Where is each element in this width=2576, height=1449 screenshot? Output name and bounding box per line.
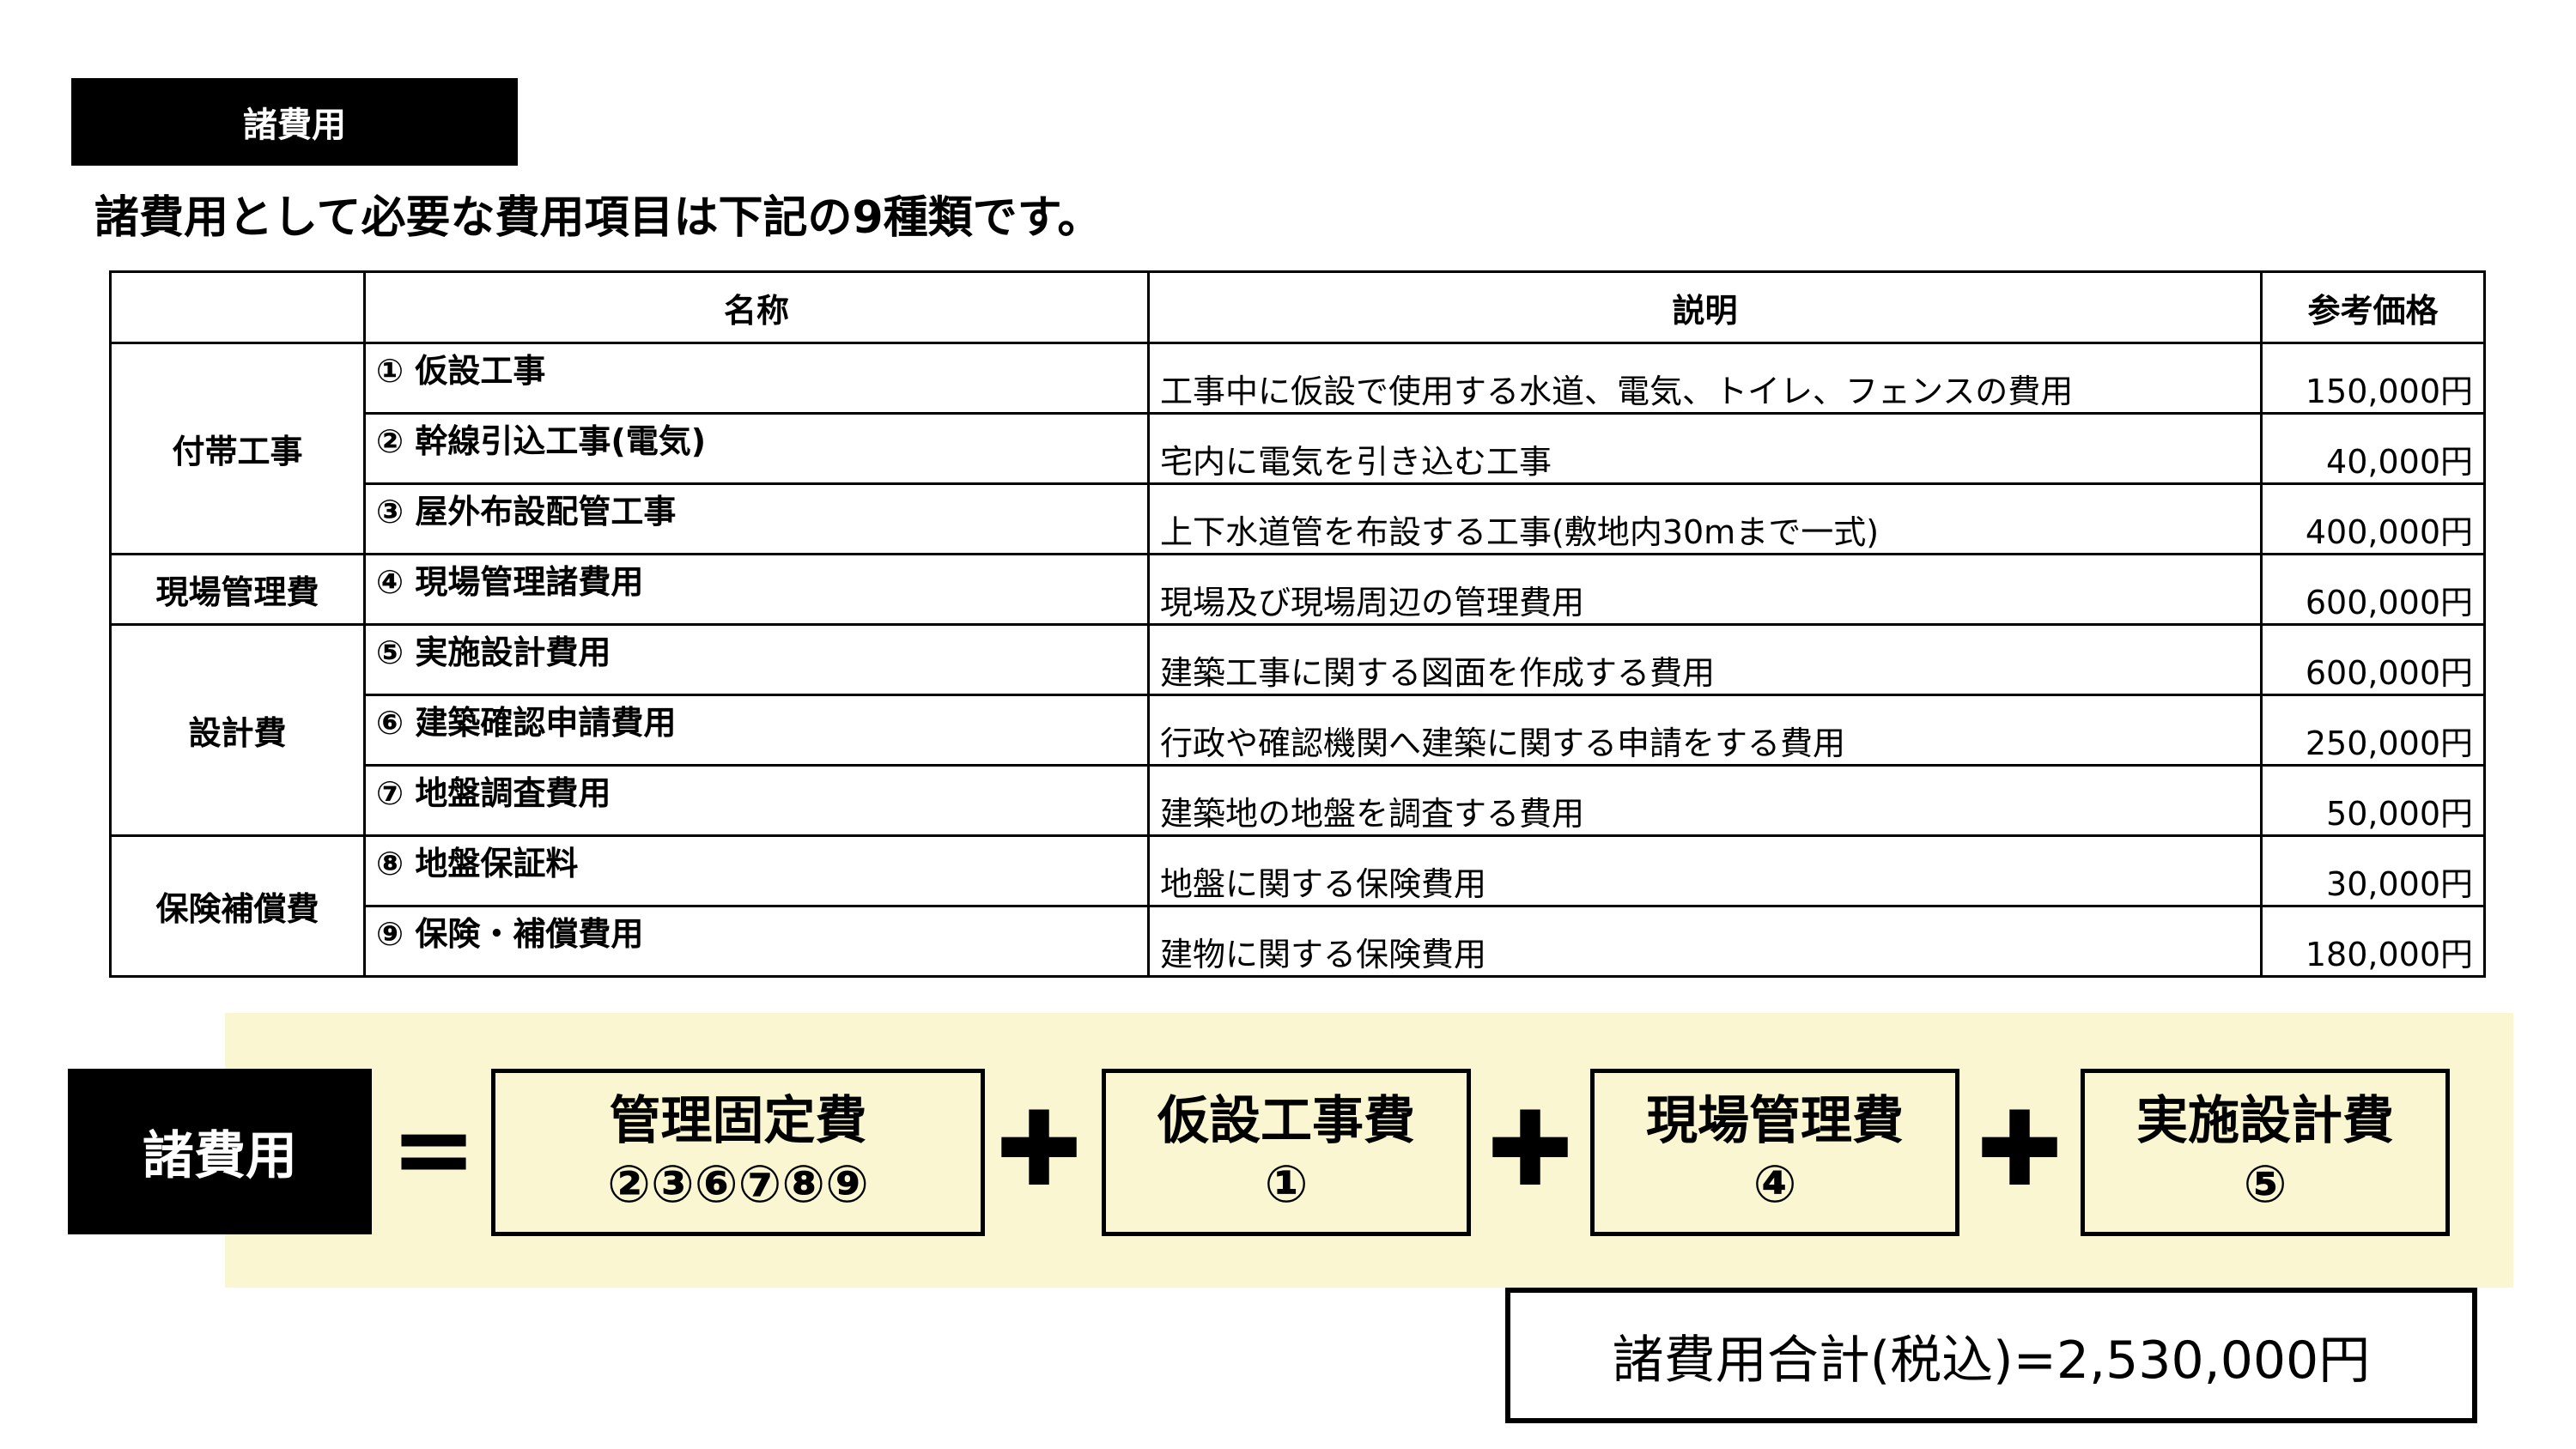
category-cell: 付帯工事 [109, 342, 366, 555]
table-row: ③ 屋外布設配管工事 上下水道管を布設する工事(敷地内30mまで一式) 400,… [111, 482, 2486, 555]
cost-table: 名称 説明 参考価格 付帯工事 ① 仮設工事 工事中に仮設で使用する水道、電気、… [109, 270, 2486, 978]
item-name: ⑨ 保険・補償費用 [363, 905, 1150, 978]
term-label: 現場管理費 [1646, 1090, 1904, 1151]
term-items: ① [1264, 1154, 1309, 1215]
item-name: ③ 屋外布設配管工事 [363, 482, 1150, 555]
term-design: 実施設計費 ⑤ [2081, 1069, 2450, 1236]
term-label: 仮設工事費 [1157, 1090, 1415, 1151]
plus-icon: ✚ [1486, 1090, 1574, 1210]
item-description: 現場及び現場周辺の管理費用 [1147, 553, 2263, 626]
item-price: 40,000円 [2260, 412, 2486, 485]
item-name: ⑦ 地盤調査費用 [363, 764, 1150, 837]
term-items: ②③⑥⑦⑧⑨ [607, 1154, 869, 1215]
plus-icon: ✚ [1976, 1090, 2063, 1210]
item-description: 建築地の地盤を調査する費用 [1147, 764, 2263, 837]
item-description: 上下水道管を布設する工事(敷地内30mまで一式) [1147, 482, 2263, 555]
category-cell: 保険補償費 [109, 834, 366, 978]
item-price: 600,000円 [2260, 553, 2486, 626]
header-category [109, 270, 366, 344]
item-price: 400,000円 [2260, 482, 2486, 555]
item-name: ⑤ 実施設計費用 [363, 623, 1150, 696]
table-row: 保険補償費 ⑧ 地盤保証料 地盤に関する保険費用 30,000円 [109, 834, 2486, 978]
item-name: ④ 現場管理諸費用 [363, 553, 1150, 626]
table-row: ② 幹線引込工事(電気) 宅内に電気を引き込む工事 40,000円 [111, 412, 2486, 485]
category-cell: 設計費 [109, 623, 366, 837]
header-name: 名称 [363, 270, 1150, 344]
item-price: 50,000円 [2260, 764, 2486, 837]
table-row: ⑨ 保険・補償費用 建物に関する保険費用 180,000円 [111, 905, 2486, 978]
item-description: 宅内に電気を引き込む工事 [1147, 412, 2263, 485]
item-description: 行政や確認機関へ建築に関する申請をする費用 [1147, 694, 2263, 767]
term-items: ⑤ [2243, 1154, 2287, 1215]
table-header-row: 名称 説明 参考価格 [109, 270, 2486, 344]
item-description: 工事中に仮設で使用する水道、電気、トイレ、フェンスの費用 [1147, 342, 2263, 415]
header-price: 参考価格 [2260, 270, 2486, 344]
item-price: 600,000円 [2260, 623, 2486, 696]
formula-lhs: 諸費用 [68, 1069, 372, 1234]
item-name: ② 幹線引込工事(電気) [363, 412, 1150, 485]
item-name: ⑥ 建築確認申請費用 [363, 694, 1150, 767]
table-row: 現場管理費 ④ 現場管理諸費用 現場及び現場周辺の管理費用 600,000円 [109, 553, 2486, 626]
table-row: ⑥ 建築確認申請費用 行政や確認機関へ建築に関する申請をする費用 250,000… [111, 694, 2486, 767]
item-description: 建物に関する保険費用 [1147, 905, 2263, 978]
table-row: 設計費 ⑤ 実施設計費用 建築工事に関する図面を作成する費用 600,000円 [109, 623, 2486, 837]
item-price: 150,000円 [2260, 342, 2486, 415]
item-price: 180,000円 [2260, 905, 2486, 978]
term-label: 実施設計費 [2136, 1090, 2394, 1151]
item-description: 地盤に関する保険費用 [1147, 834, 2263, 907]
item-price: 30,000円 [2260, 834, 2486, 907]
term-items: ④ [1753, 1154, 1797, 1215]
item-description: 建築工事に関する図面を作成する費用 [1147, 623, 2263, 696]
term-label: 管理固定費 [609, 1090, 867, 1151]
category-cell: 現場管理費 [109, 553, 366, 626]
page-heading: 諸費用として必要な費用項目は下記の9種類です。 [94, 192, 1103, 244]
item-price: 250,000円 [2260, 694, 2486, 767]
header-description: 説明 [1147, 270, 2263, 344]
term-fixed-management: 管理固定費 ②③⑥⑦⑧⑨ [491, 1069, 985, 1236]
equals-sign: = [390, 1090, 477, 1210]
item-name: ① 仮設工事 [363, 342, 1150, 415]
term-temporary-work: 仮設工事費 ① [1102, 1069, 1471, 1236]
table-row: ⑦ 地盤調査費用 建築地の地盤を調査する費用 50,000円 [111, 764, 2486, 837]
table-row: 付帯工事 ① 仮設工事 工事中に仮設で使用する水道、電気、トイレ、フェンスの費用… [109, 342, 2486, 555]
term-site-management: 現場管理費 ④ [1590, 1069, 1959, 1236]
total-cost-box: 諸費用合計(税込)=2,530,000円 [1505, 1288, 2477, 1423]
section-tag: 諸費用 [71, 78, 518, 166]
plus-icon: ✚ [995, 1090, 1083, 1210]
item-name: ⑧ 地盤保証料 [363, 834, 1150, 907]
